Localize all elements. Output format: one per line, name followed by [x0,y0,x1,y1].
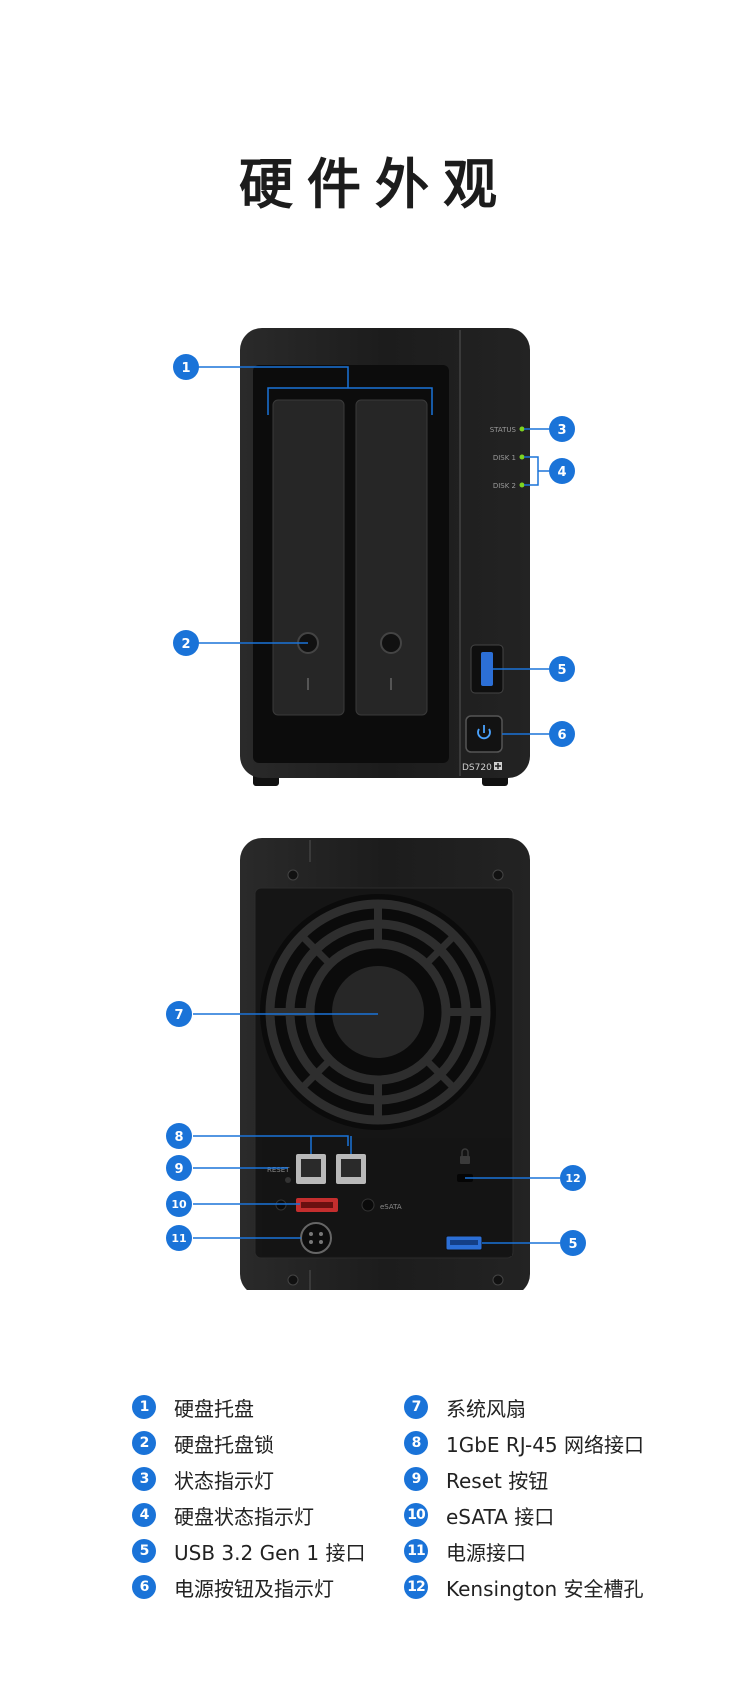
legend-item: 4 硬盘状态指示灯 [132,1503,404,1529]
led-label-disk2: DISK 2 [493,482,516,490]
svg-text:5: 5 [568,1237,577,1252]
legend-label: 硬盘状态指示灯 [174,1504,314,1529]
page-title: 硬件外观 [239,153,511,216]
nas-front-view: STATUS DISK 1 DISK 2 DS720 [240,328,530,786]
model-label: DS720 [462,763,492,773]
svg-text:2: 2 [181,637,190,652]
callout-9: 9 [166,1155,192,1181]
reset-button[interactable] [285,1177,291,1183]
svg-text:9: 9 [174,1162,183,1177]
legend-badge: 7 [404,1395,428,1419]
legend-badge: 8 [404,1431,428,1455]
callout-2: 2 [173,630,199,656]
svg-text:1: 1 [181,361,190,376]
callout-7: 7 [166,1001,192,1027]
legend-item: 9 Reset 按钮 [404,1467,692,1493]
callout-4: 4 [549,458,575,484]
svg-text:5: 5 [557,663,566,678]
legend-badge: 4 [132,1503,156,1527]
power-icon [477,725,491,740]
lock-icon [460,1148,470,1164]
svg-text:6: 6 [557,728,566,743]
legend-label: Kensington 安全槽孔 [446,1576,644,1601]
callout-11: 11 [166,1225,192,1251]
reset-label: RESET [267,1166,290,1174]
legend-label: 硬盘托盘锁 [174,1432,274,1457]
led-label-status: STATUS [490,426,517,434]
svg-text:12: 12 [565,1172,580,1185]
legend-badge: 10 [404,1503,428,1527]
callout-1: 1 [173,354,199,380]
legend-label: 电源按钮及指示灯 [174,1576,334,1601]
legend-label: 电源接口 [446,1540,526,1565]
callout-3: 3 [549,416,575,442]
callout-10: 10 [166,1191,192,1217]
svg-text:4: 4 [557,465,566,480]
legend-label: 状态指示灯 [174,1468,274,1493]
power-connector[interactable] [300,1222,332,1254]
callout-8: 8 [166,1123,192,1149]
legend-label: 系统风扇 [446,1396,526,1421]
legend-badge: 11 [404,1539,428,1563]
drive-tray-1 [272,399,345,716]
legend-badge: 1 [132,1395,156,1419]
legend-item: 10 eSATA 接口 [404,1503,692,1529]
fan-hub [332,966,424,1058]
legend-badge: 12 [404,1575,428,1599]
legend-item: 8 1GbE RJ-45 网络接口 [404,1431,692,1457]
legend-label: 1GbE RJ-45 网络接口 [446,1432,645,1457]
usb-icon [481,652,493,686]
callout-5-front: 5 [549,656,575,682]
led-label-disk1: DISK 1 [493,454,516,462]
legend-item: 5 USB 3.2 Gen 1 接口 [132,1539,404,1565]
nas-back-view: RESET eSATA [240,838,530,1290]
legend-label: USB 3.2 Gen 1 接口 [174,1540,366,1565]
legend-item: 3 状态指示灯 [132,1467,404,1493]
legend-badge: 9 [404,1467,428,1491]
legend-badge: 3 [132,1467,156,1491]
legend-badge: 5 [132,1539,156,1563]
legend-item: 6 电源按钮及指示灯 [132,1575,404,1601]
callout-5-back: 5 [560,1230,586,1256]
legend: 1 硬盘托盘 7 系统风扇 2 硬盘托盘锁 8 1GbE RJ-45 网络接口 3 状态指… [132,1395,692,1601]
legend-badge: 2 [132,1431,156,1455]
svg-text:8: 8 [174,1130,183,1145]
svg-text:11: 11 [171,1232,186,1245]
disk2-led [519,482,525,488]
svg-text:3: 3 [557,423,566,438]
legend-item: 12 Kensington 安全槽孔 [404,1575,692,1601]
callout-6: 6 [549,721,575,747]
legend-badge: 6 [132,1575,156,1599]
callout-12: 12 [560,1165,586,1191]
legend-item: 2 硬盘托盘锁 [132,1431,404,1457]
disk1-led [519,454,525,460]
legend-item: 1 硬盘托盘 [132,1395,404,1421]
power-button[interactable] [465,715,503,753]
esata-label: eSATA [380,1203,402,1211]
legend-item: 11 电源接口 [404,1539,692,1565]
legend-item: 7 系统风扇 [404,1395,692,1421]
back-callout-lines [193,1013,560,1244]
drive-tray-2 [355,399,428,716]
legend-label: Reset 按钮 [446,1468,549,1493]
svg-text:10: 10 [171,1198,187,1211]
legend-label: 硬盘托盘 [174,1396,254,1421]
legend-label: eSATA 接口 [446,1504,555,1529]
front-callout-lines [198,366,549,735]
callout-badges: 1 2 3 4 5 6 7 8 9 10 11 12 5 [166,354,586,1256]
tray-lock-2-icon [380,632,402,654]
status-led [519,426,525,432]
hardware-figure: STATUS DISK 1 DISK 2 DS720 [166,328,586,1290]
svg-text:7: 7 [174,1008,183,1023]
fan-icon [260,894,496,1130]
